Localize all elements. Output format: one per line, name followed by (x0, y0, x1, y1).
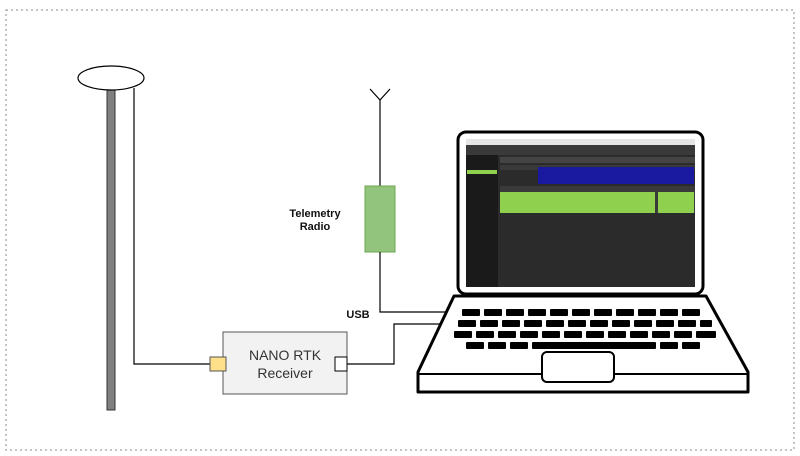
nano-rtk-receiver: NANO RTK Receiver (209, 331, 348, 395)
radio-usb-cable (379, 252, 450, 313)
laptop-keyboard (454, 309, 716, 349)
radio-antenna-icon (369, 88, 391, 186)
receiver-label-line1: NANO RTK (249, 347, 322, 363)
receiver-usb-cable (347, 323, 450, 365)
diagram-border (5, 9, 795, 451)
antenna-cable (133, 88, 210, 365)
laptop-icon (416, 130, 750, 394)
laptop-screen (466, 139, 695, 287)
receiver-antenna-port (209, 356, 227, 372)
telemetry-label-line1: Telemetry (289, 208, 341, 220)
usb-label: USB (346, 309, 369, 321)
receiver-label-line2: Receiver (257, 365, 313, 381)
receiver-usb-port (334, 356, 348, 372)
gnss-antenna-disc-icon (77, 65, 145, 411)
telemetry-radio-box (364, 185, 396, 253)
telemetry-label-line2: Radio (300, 221, 331, 233)
laptop-touchpad (541, 351, 615, 383)
